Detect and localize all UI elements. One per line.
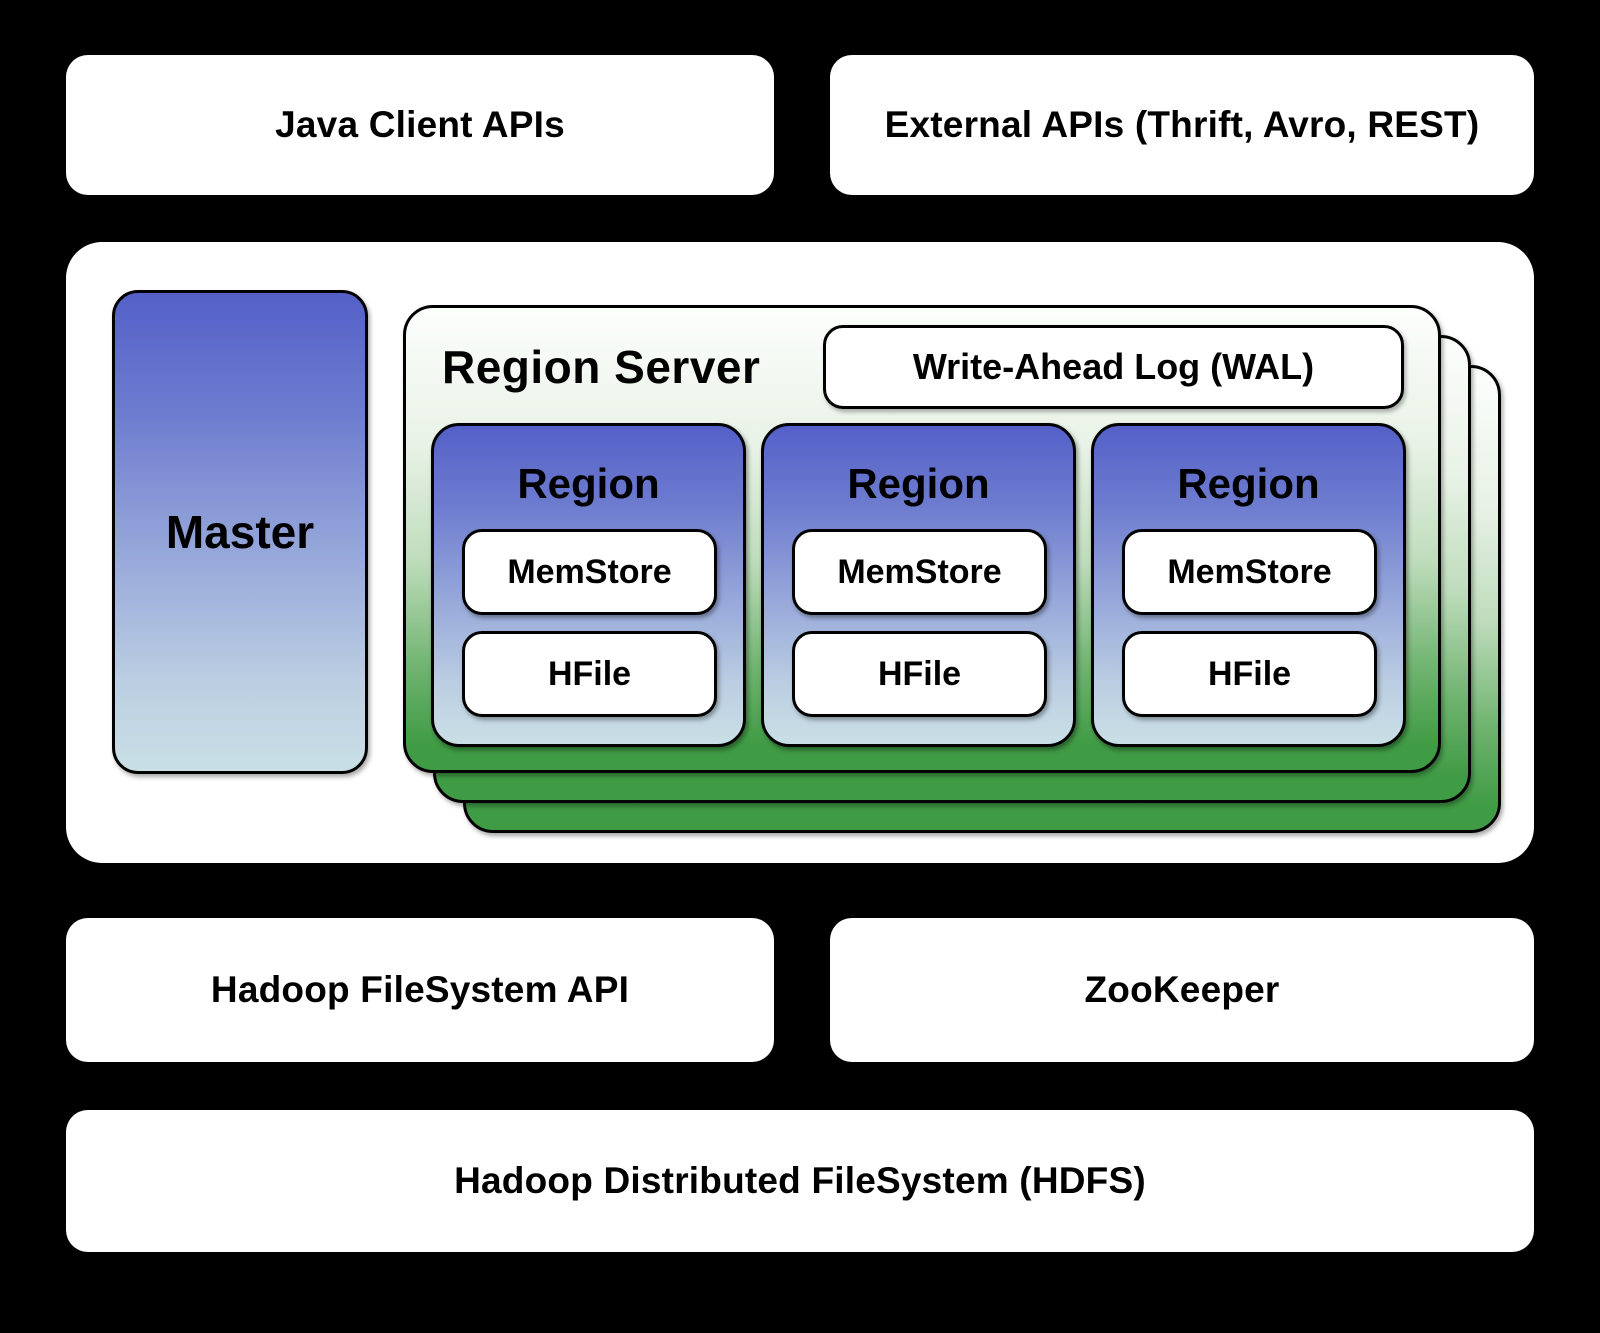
region-title: Region [1177,460,1320,507]
hbase-cluster-container: Master Region Server Write-Ahead Log (WA… [66,242,1534,863]
memstore-label: MemStore [837,552,1002,591]
region-server-title: Region Server [442,341,761,393]
external-apis-box: External APIs (Thrift, Avro, REST) [830,55,1534,195]
hfile-label: HFile [1207,654,1292,693]
hfile-box: HFile [462,631,717,717]
memstore-box: MemStore [1122,529,1377,615]
hfile-box: HFile [1122,631,1377,717]
zookeeper-box: ZooKeeper [830,918,1534,1062]
external-apis-label: External APIs (Thrift, Avro, REST) [884,104,1480,145]
master-label: Master [165,506,315,558]
master-box: Master [112,290,368,774]
memstore-label: MemStore [1167,552,1332,591]
java-client-apis-box: Java Client APIs [66,55,774,195]
region-box-2: Region MemStore HFile [761,423,1076,747]
zookeeper-label: ZooKeeper [1084,969,1280,1010]
hfile-box: HFile [792,631,1047,717]
hfile-label: HFile [877,654,962,693]
write-ahead-log-box: Write-Ahead Log (WAL) [823,325,1404,409]
region-box-1: Region MemStore HFile [431,423,746,747]
region-box-3: Region MemStore HFile [1091,423,1406,747]
region-server-box: Region Server Write-Ahead Log (WAL) Regi… [403,305,1441,773]
hdfs-label: Hadoop Distributed FileSystem (HDFS) [454,1160,1146,1201]
memstore-box: MemStore [462,529,717,615]
hdfs-box: Hadoop Distributed FileSystem (HDFS) [66,1110,1534,1252]
memstore-label: MemStore [507,552,672,591]
region-title: Region [517,460,660,507]
hadoop-filesystem-api-box: Hadoop FileSystem API [66,918,774,1062]
java-client-apis-label: Java Client APIs [275,104,565,145]
region-title: Region [847,460,990,507]
write-ahead-log-label: Write-Ahead Log (WAL) [912,346,1315,387]
hadoop-filesystem-api-label: Hadoop FileSystem API [210,969,630,1010]
memstore-box: MemStore [792,529,1047,615]
hfile-label: HFile [547,654,632,693]
